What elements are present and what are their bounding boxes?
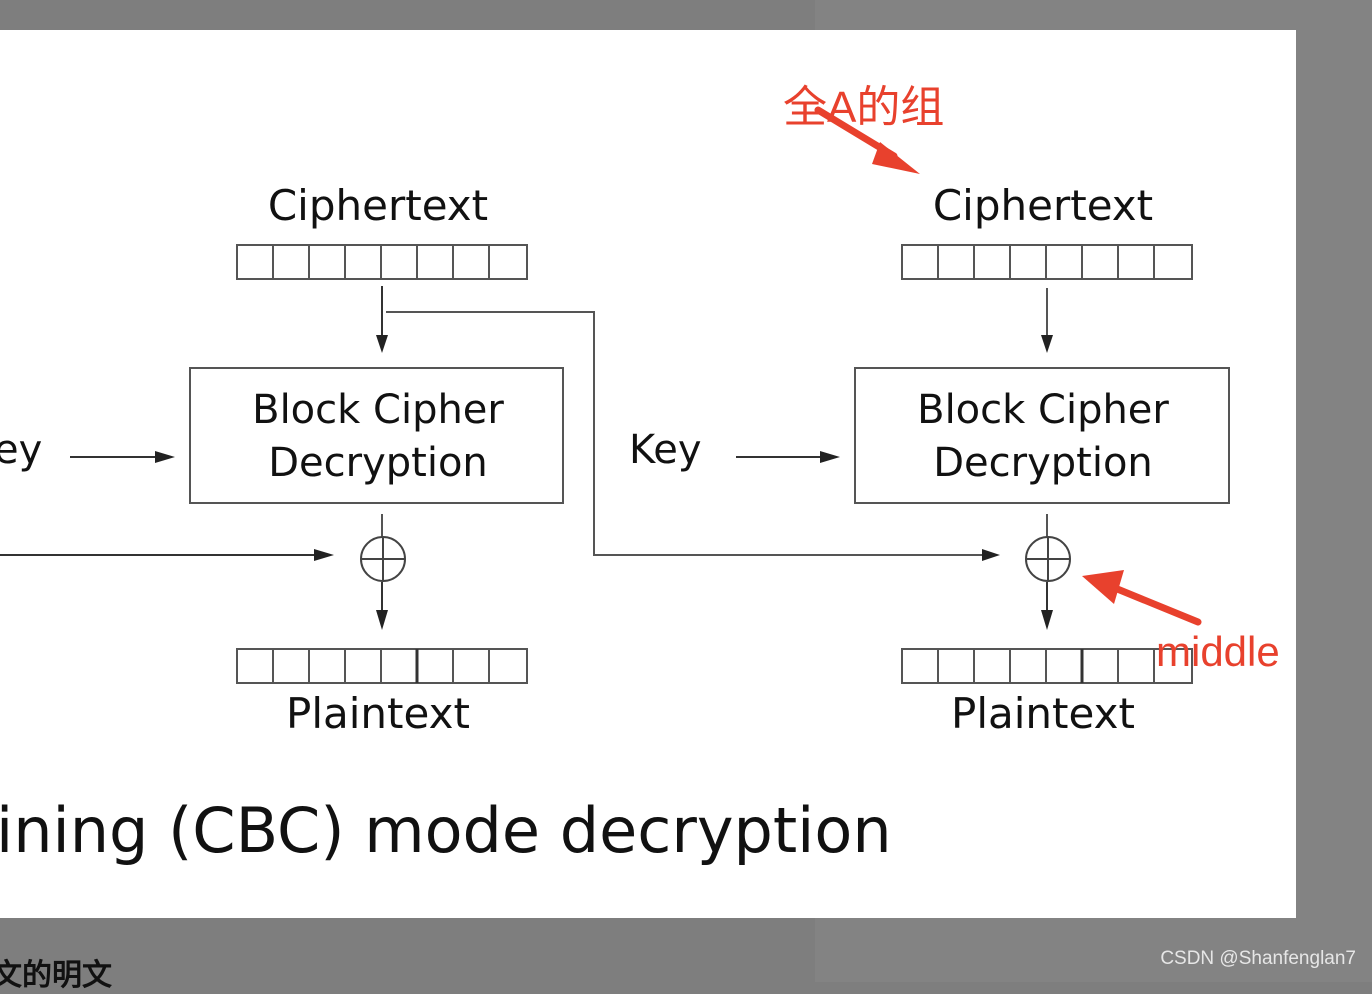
left-xor-symbol: [360, 536, 406, 582]
csdn-watermark: CSDN @Shanfenglan7: [1160, 948, 1356, 969]
annotation-top: 全A的组: [783, 83, 944, 174]
right-xor-output-arrowhead: [1041, 610, 1053, 630]
left-key-arrowhead: [155, 451, 175, 463]
cbc-diagram-svg: Ciphertext Block Cipher Decryption ey: [0, 83, 1280, 867]
right-decryption-block: Ciphertext Block Cipher Decryption Key: [629, 181, 1230, 738]
left-key-label: ey: [0, 427, 42, 473]
right-block-cipher-box: [854, 367, 1230, 504]
chain-line-arrowhead: [982, 549, 1000, 561]
left-cipher-input-arrowhead: [376, 335, 388, 353]
right-cipher-box-line2: Decryption: [933, 440, 1153, 486]
right-key-arrowhead: [820, 451, 840, 463]
left-cipher-box-line1: Block Cipher: [252, 387, 504, 433]
annotation-middle-text: middle: [1156, 628, 1280, 675]
right-plaintext-label: Plaintext: [951, 689, 1135, 738]
left-plaintext-cells: [236, 648, 528, 684]
right-key-label: Key: [629, 427, 702, 473]
left-ciphertext-cells: [236, 244, 528, 280]
left-ciphertext-label: Ciphertext: [268, 181, 488, 230]
right-plaintext-cells: [901, 648, 1193, 684]
annotation-top-arrowhead: [872, 142, 920, 174]
left-decryption-block: Ciphertext Block Cipher Decryption ey: [0, 181, 1000, 738]
right-ciphertext-label: Ciphertext: [933, 181, 1153, 230]
annotation-middle: middle: [1082, 570, 1280, 675]
right-cipher-input-arrowhead: [1041, 335, 1053, 353]
left-xor-output-arrowhead: [376, 610, 388, 630]
diagram-caption: ining (CBC) mode decryption: [0, 794, 892, 867]
annotation-middle-arrow-shaft: [1106, 582, 1202, 626]
cbc-diagram-figure: Ciphertext Block Cipher Decryption ey: [0, 30, 1296, 918]
right-cipher-box-line1: Block Cipher: [917, 387, 1169, 433]
bottom-partial-text: 文的明文: [0, 958, 112, 993]
left-cipher-box-line2: Decryption: [268, 440, 488, 486]
left-plaintext-label: Plaintext: [286, 689, 470, 738]
annotation-top-text: 全A的组: [783, 83, 944, 132]
left-iv-arrowhead: [314, 549, 334, 561]
left-block-cipher-box: [189, 367, 564, 504]
annotation-middle-arrowhead: [1082, 570, 1124, 604]
chain-line-to-next-xor: [386, 311, 982, 556]
right-xor-symbol: [1025, 536, 1071, 582]
right-ciphertext-cells: [901, 244, 1193, 280]
